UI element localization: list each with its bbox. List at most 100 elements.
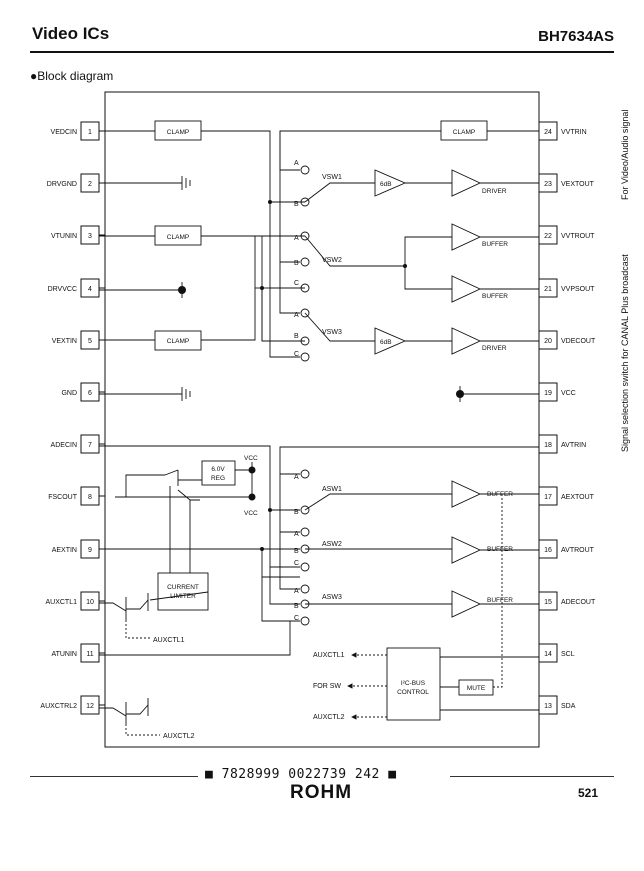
- pin-number: 8: [88, 494, 92, 501]
- pin-17: 17 AEXTOUT: [538, 486, 595, 506]
- pin-number: 9: [88, 547, 92, 554]
- amp-6db-1: [374, 169, 407, 197]
- pin-name: SDA: [561, 703, 576, 710]
- pin-name: AUXCTRL2: [40, 703, 77, 710]
- section-title: Video ICs: [32, 24, 110, 43]
- heading-text: Block diagram: [37, 69, 114, 83]
- buffer-label-21: BUFFER: [482, 293, 508, 300]
- page-number: 521: [578, 786, 599, 800]
- reg-label-2: REG: [211, 475, 225, 482]
- internal-wiring: [99, 120, 539, 736]
- asw1-label: ASW1: [322, 486, 342, 493]
- vsw1-b: B: [294, 201, 299, 208]
- vsw3-label: VSW3: [322, 329, 342, 336]
- pin-name: ADECOUT: [561, 599, 596, 606]
- amp-6db-2: [374, 327, 407, 355]
- driver-20: [451, 327, 482, 355]
- pin-number: 19: [544, 390, 552, 397]
- pin-number: 14: [544, 651, 552, 658]
- pin-14: 14 SCL: [538, 643, 575, 663]
- pin-box: [538, 486, 558, 506]
- pin-number: 23: [544, 181, 552, 188]
- pin-box: [538, 225, 558, 245]
- pin-name: AUXCTL1: [45, 599, 77, 606]
- vsw2-a: A: [294, 235, 299, 242]
- pin-number: 4: [88, 286, 92, 293]
- pin-number: 17: [544, 494, 552, 501]
- pin-number: 24: [544, 129, 552, 136]
- limiter-label-2: LIMITER: [170, 593, 196, 600]
- driver-label-20: DRIVER: [482, 345, 507, 352]
- pin-box: [538, 695, 558, 715]
- pin-19: 19 VCC: [538, 382, 576, 402]
- buffer-label-22: BUFFER: [482, 241, 508, 248]
- for-sw-label: FOR SW: [313, 683, 341, 690]
- driver-label-23: DRIVER: [482, 188, 507, 195]
- asw3-a: A: [294, 588, 299, 595]
- clamp-box-24: [440, 120, 488, 141]
- barcode-number: 7828999 0022739 242: [221, 767, 380, 782]
- footer-rule-right: [450, 776, 614, 777]
- asw2-c: C: [294, 560, 299, 567]
- current-limiter-box: [157, 572, 209, 611]
- i2c-label-2: CONTROL: [397, 689, 429, 696]
- clamp-box-1: [154, 120, 202, 141]
- buffer-label-17: BUFFER: [487, 491, 513, 498]
- mute-box: [458, 679, 494, 696]
- buffer-16: [451, 536, 482, 564]
- vsw1-a: A: [294, 160, 299, 167]
- clamp-box-5: [154, 330, 202, 351]
- auxctl1-control-label: AUXCTL1: [313, 652, 345, 659]
- pin-15: 15 ADECOUT: [538, 591, 596, 611]
- pin-name: VVPSOUT: [561, 286, 595, 293]
- auxctl2-transistor-label: AUXCTL2: [163, 733, 195, 740]
- buffer-21: [451, 275, 482, 303]
- pin-name: ADECIN: [51, 442, 77, 449]
- pin-21: 21 VVPSOUT: [538, 278, 595, 298]
- pin-number: 21: [544, 286, 552, 293]
- vsw2-c: C: [294, 280, 299, 287]
- asw2-b: B: [294, 548, 299, 555]
- pin-number: 3: [88, 233, 92, 240]
- pin-name: VCC: [561, 390, 576, 397]
- asw1-a: A: [294, 474, 299, 481]
- pin-24: 24 VVTRIN: [538, 121, 587, 141]
- pin-number: 22: [544, 233, 552, 240]
- vsw3-c: C: [294, 351, 299, 358]
- pin-box: [538, 643, 558, 663]
- part-number: BH7634AS: [538, 28, 614, 45]
- buffer-15: [451, 590, 482, 618]
- pin-number: 2: [88, 181, 92, 188]
- pin-name: FSCOUT: [48, 494, 78, 501]
- vsw2-b: B: [294, 260, 299, 267]
- pin-name: SCL: [561, 651, 575, 658]
- clamp-box-3: [154, 225, 202, 246]
- pin-number: 15: [544, 599, 552, 606]
- i2c-label-1: I²C-BUS: [401, 680, 426, 687]
- vsw3-b: B: [294, 333, 299, 340]
- limiter-label-1: CURRENT: [167, 584, 199, 591]
- pin-name: DRVGND: [47, 181, 77, 188]
- pin-name: AEXTOUT: [561, 494, 595, 501]
- footer-rule-left: [30, 776, 198, 777]
- pin-box: [538, 591, 558, 611]
- pin-name: GND: [61, 390, 77, 397]
- buffer-label-15: BUFFER: [487, 597, 513, 604]
- pin-name: VVTRIN: [561, 129, 587, 136]
- auxctl2-control-label: AUXCTL2: [313, 714, 345, 721]
- asw2-a: A: [294, 531, 299, 538]
- pin-name: AVTROUT: [561, 547, 595, 554]
- driver-23: [451, 169, 482, 197]
- clamp-label-3: CLAMP: [167, 234, 189, 241]
- asw3-label: ASW3: [322, 594, 342, 601]
